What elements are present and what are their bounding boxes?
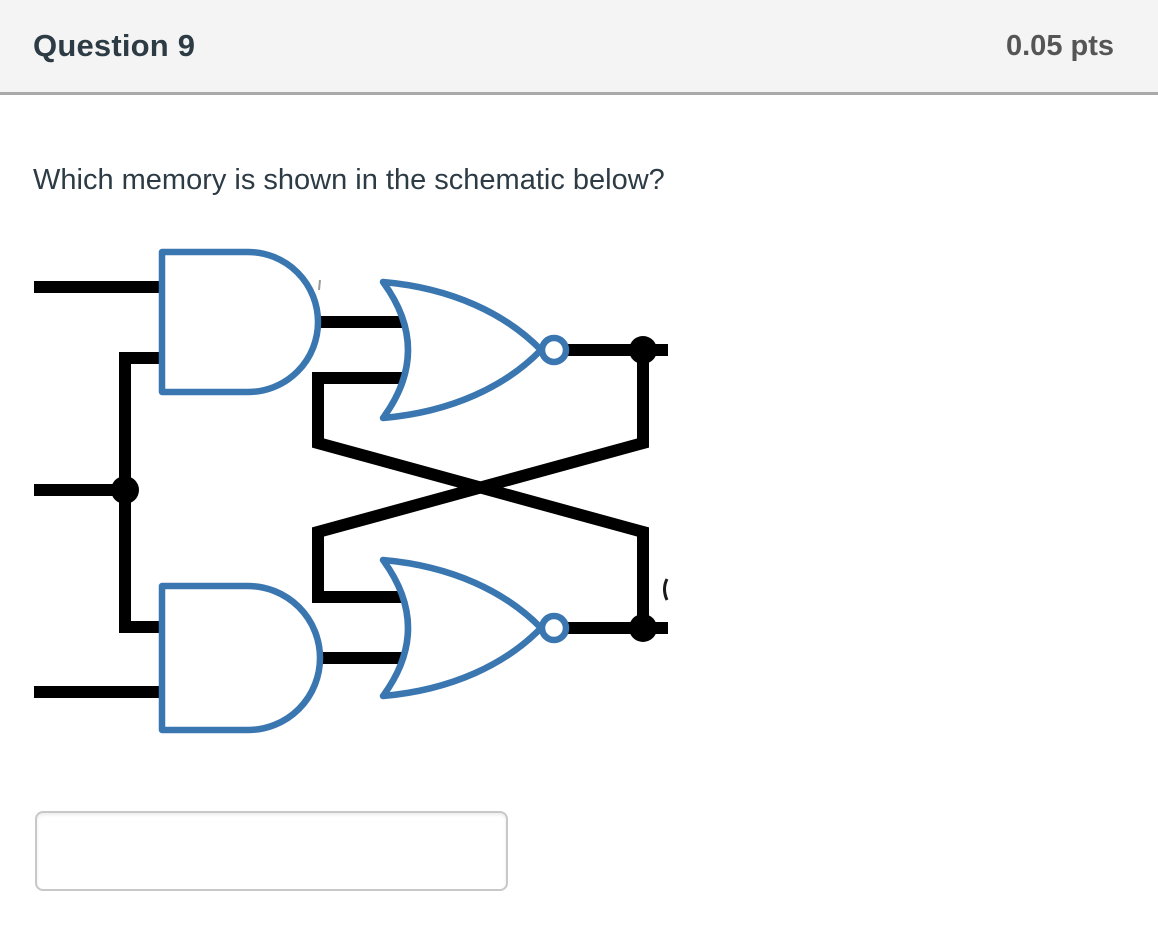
wire-feedback-q [312, 350, 649, 603]
sr-latch-schematic [34, 248, 669, 734]
stray-marks [318, 279, 669, 601]
gates [158, 248, 570, 734]
nor-gate-top-bubble [538, 334, 570, 366]
wire-feedback-qbar [312, 372, 649, 628]
junction-q [629, 336, 657, 364]
question-points-badge: 0.05 pts [1006, 29, 1114, 62]
question-header: Question 9 0.05 pts [0, 0, 1158, 95]
tiny-tick-mark [318, 279, 321, 291]
and-gate-bottom [158, 582, 324, 734]
nor-gate-top [379, 278, 545, 422]
question-text: Which memory is shown in the schematic b… [33, 164, 665, 196]
nor-gate-bottom [379, 556, 545, 700]
junction-enable [111, 476, 139, 504]
answer-input[interactable] [35, 811, 508, 891]
cropped-label-mark [663, 578, 669, 601]
junction-dots [111, 336, 657, 642]
nor-gate-bottom-bubble [538, 612, 570, 644]
and-gate-top [158, 248, 322, 396]
question-title: Question 9 [33, 28, 196, 63]
junction-qbar [629, 614, 657, 642]
